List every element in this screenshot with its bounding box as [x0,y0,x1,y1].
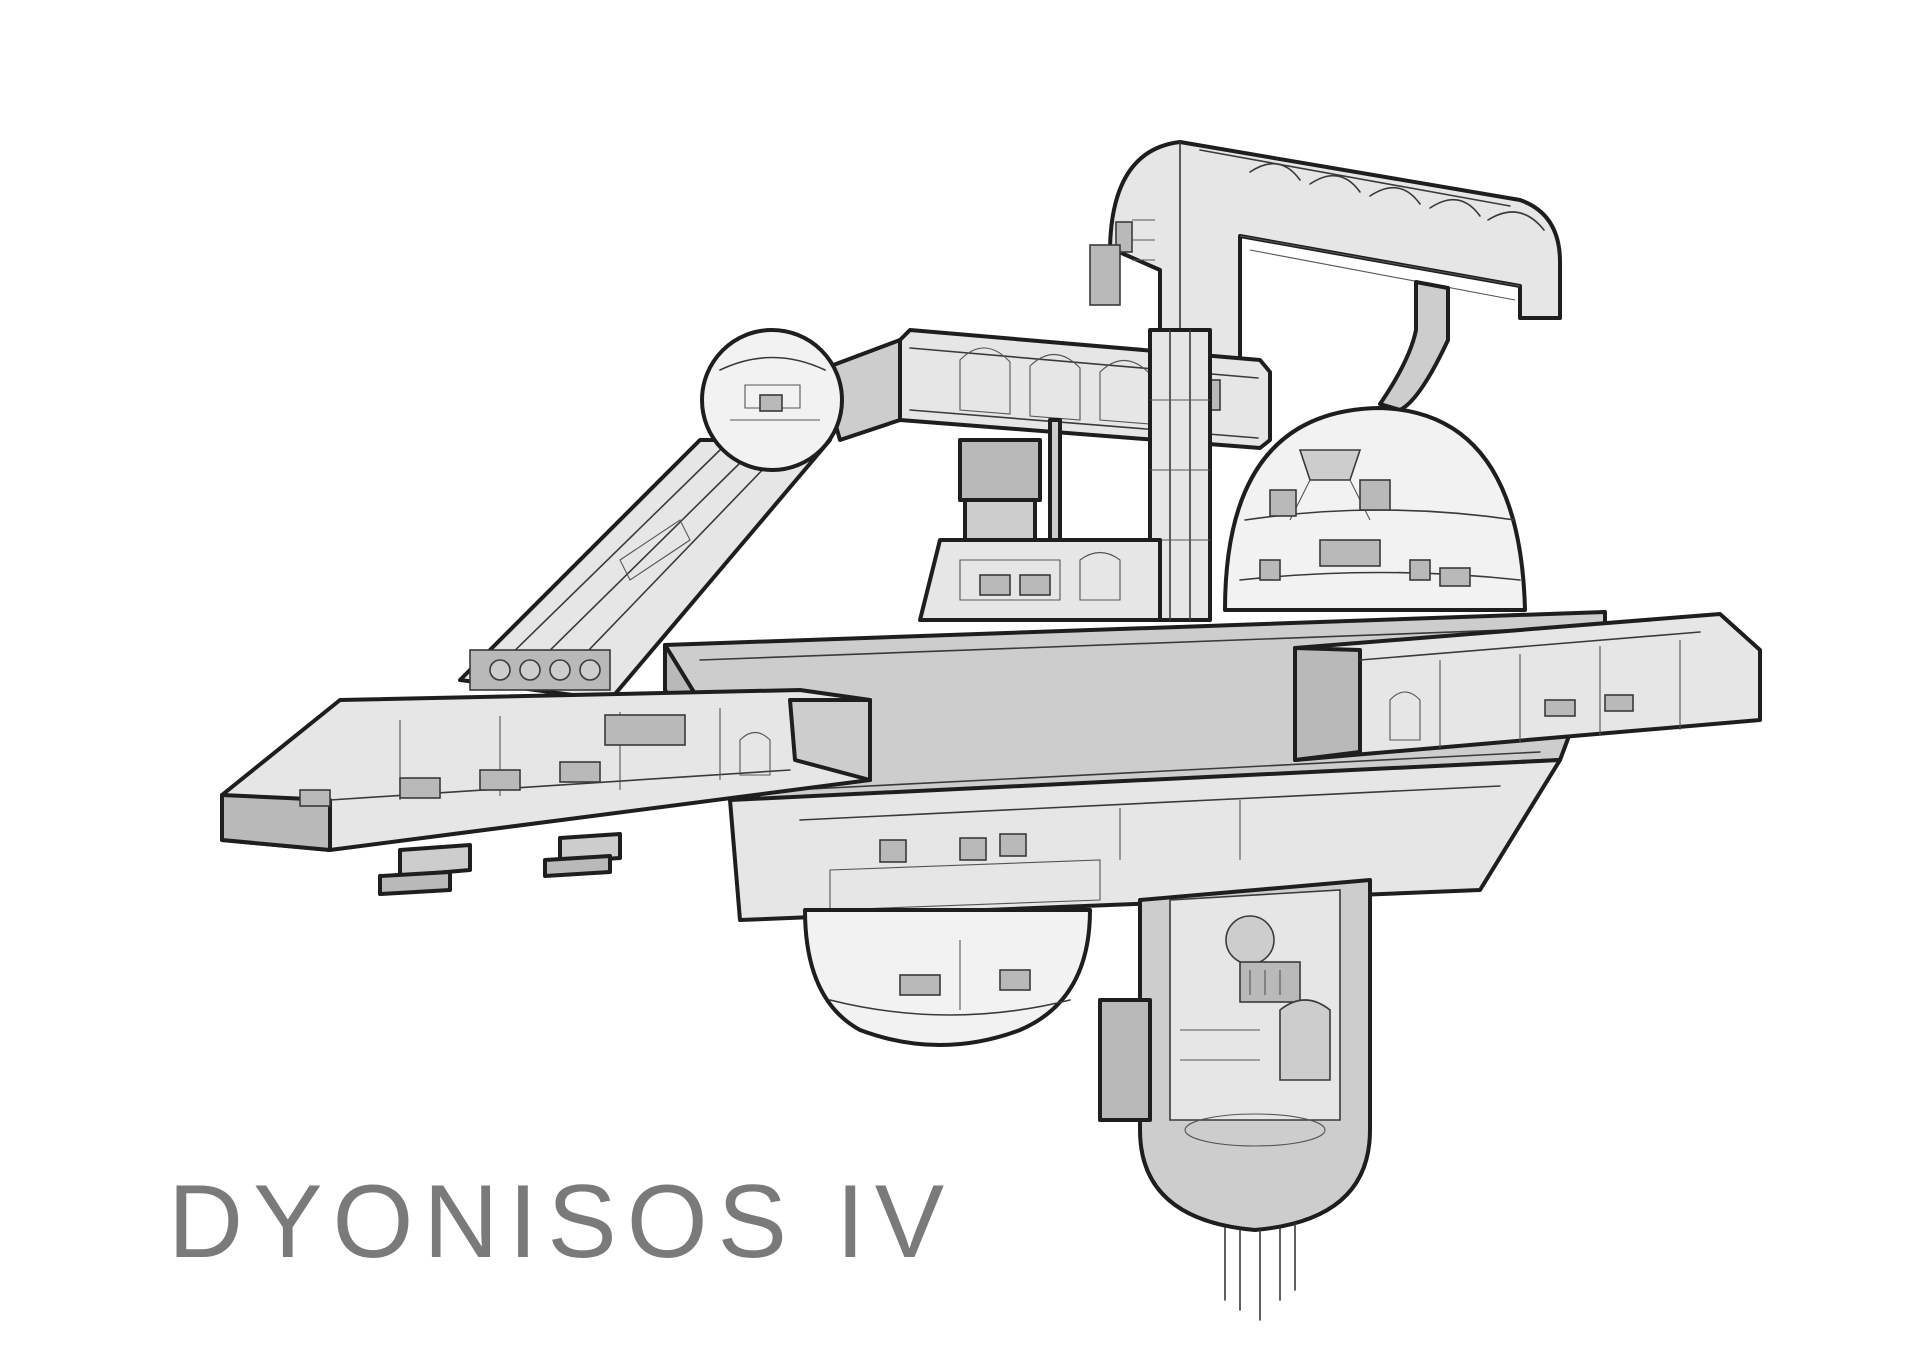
command-dome [1223,406,1527,612]
right-wing-bay [1293,612,1762,762]
lower-dome [803,908,1092,1047]
title-text: DYONISOS IV [168,1164,955,1280]
upper-deck [918,538,1162,622]
reactor-column [1098,878,1372,1321]
left-hangar-wing [220,688,872,896]
left-arm [458,328,902,702]
